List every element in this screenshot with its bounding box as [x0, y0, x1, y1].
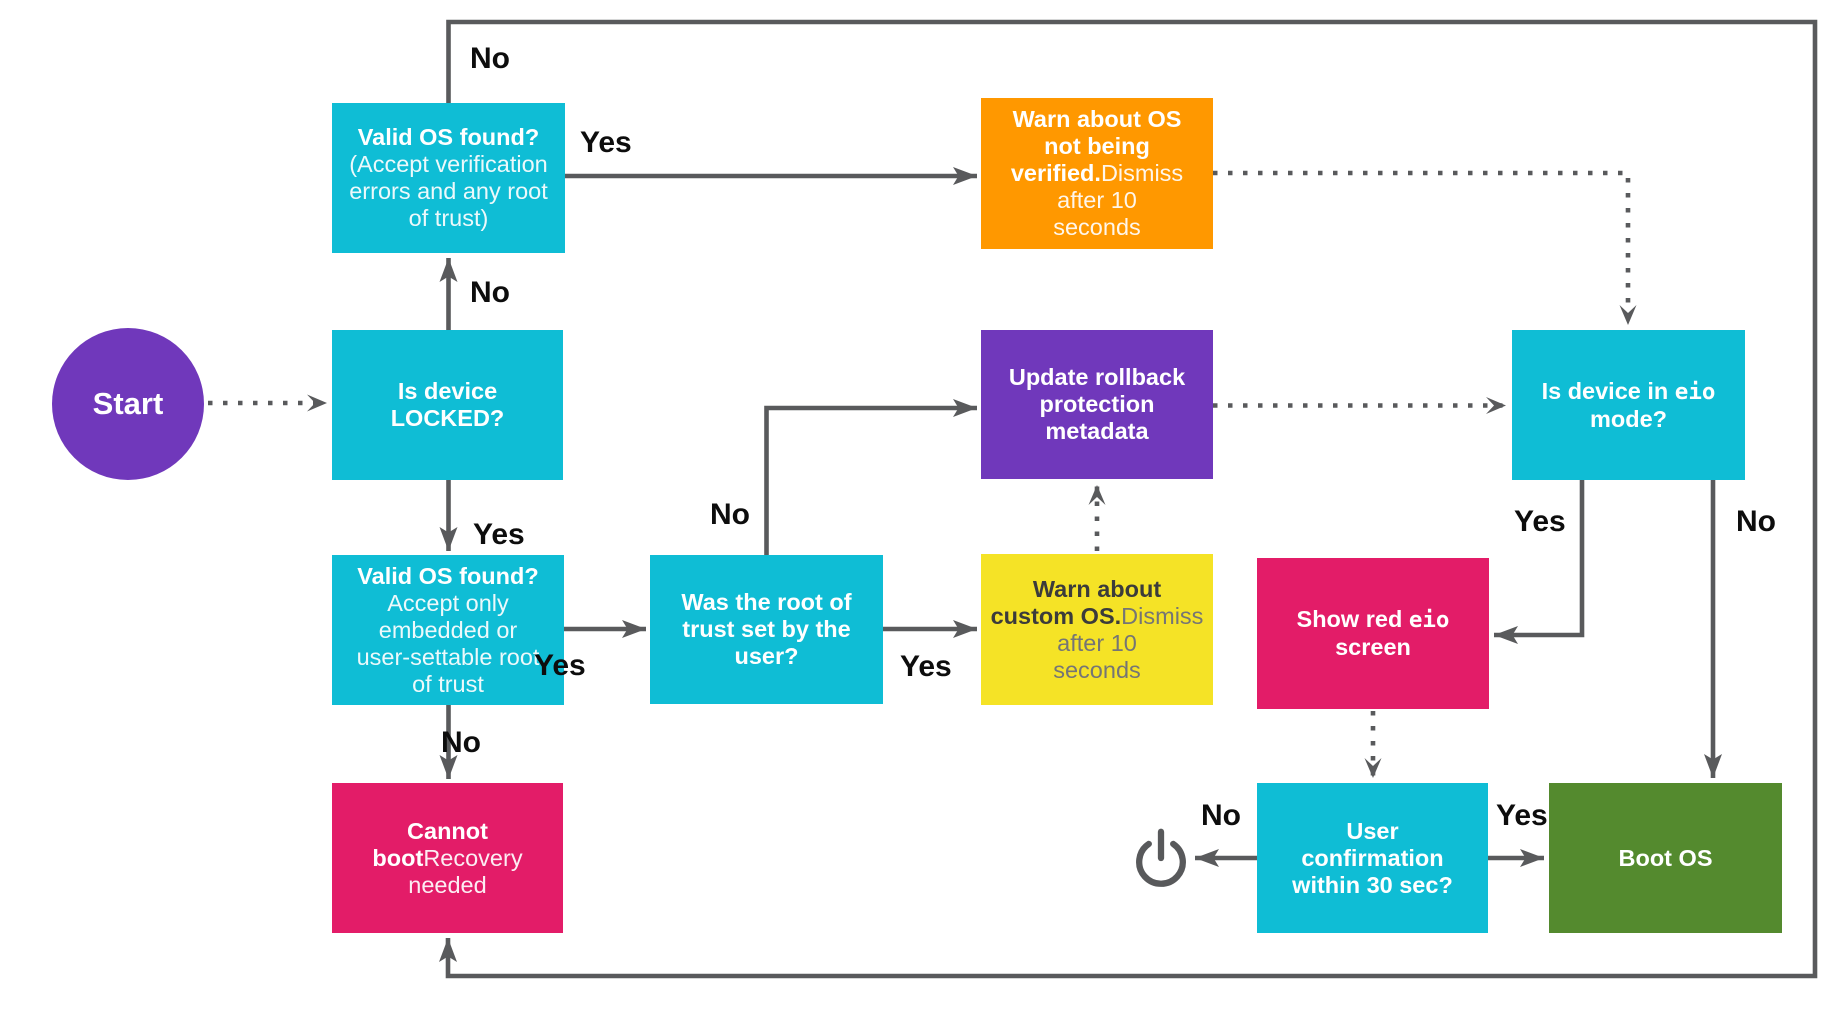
edge-label-valid-any-yes: Yes	[580, 126, 632, 159]
power-icon	[1136, 828, 1186, 887]
node-subtitle: (Accept verification errors and any root…	[349, 151, 548, 231]
title-mono: eio	[1408, 607, 1450, 633]
title-pre: Show red	[1296, 606, 1409, 632]
edge-root-no-to-rollback	[764, 399, 977, 555]
node-boot-os: Boot OS	[1549, 783, 1782, 933]
edge-label-valid-any-no: No	[470, 42, 510, 75]
node-subtitle: Recovery needed	[408, 844, 523, 898]
node-title: Is device in eio mode?	[1542, 378, 1716, 433]
edge-label-root-no: No	[710, 498, 750, 531]
node-start: Start	[52, 328, 204, 480]
edge-label-valid-embedded-yes: Yes	[534, 649, 586, 682]
node-valid-os-found-any-root: Valid OS found?(Accept verification erro…	[332, 103, 565, 253]
edge-warn-to-eio	[1213, 170, 1637, 325]
node-warn-custom-os: Warn about custom OS.Dismiss after 10 se…	[981, 554, 1213, 705]
node-warn-os-not-verified: Warn about OS not being verified.Dismiss…	[981, 98, 1213, 249]
node-subtitle: Dismiss after 10 seconds	[1053, 602, 1204, 683]
node-title: Warn about custom OS.	[990, 575, 1162, 629]
node-valid-os-found-embedded-root: Valid OS found?Accept only embedded or u…	[332, 555, 564, 705]
node-root-of-trust-set-by-user: Was the root of trust set by the user?	[650, 555, 883, 704]
node-subtitle: Dismiss after 10 seconds	[1053, 160, 1184, 240]
edge-label-confirm-no: No	[1201, 799, 1241, 832]
node-show-red-eio-screen: Show red eio screen	[1257, 558, 1489, 709]
start-label: Start	[92, 386, 164, 421]
edge-label-eio-yes: Yes	[1514, 505, 1566, 538]
node-is-device-locked: Is device LOCKED?	[332, 330, 563, 480]
node-user-confirmation-30-sec: User confirmation within 30 sec?	[1257, 783, 1488, 933]
node-title: Warn about OS not being verified.	[1010, 106, 1182, 186]
title-post: mode?	[1589, 405, 1668, 432]
node-title: Valid OS found?	[357, 124, 540, 150]
node-title: Was the root of trust set by the user?	[681, 589, 852, 669]
title-mono: eio	[1674, 378, 1716, 405]
node-is-device-in-eio-mode: Is device in eio mode?	[1512, 330, 1745, 480]
node-title: Show red eio screen	[1297, 606, 1450, 661]
node-title: Valid OS found?	[357, 562, 539, 589]
node-title: Update rollback protection metadata	[1008, 364, 1186, 444]
edge-validany-no-loop-to-cannot-boot	[439, 19, 1818, 979]
node-update-rollback-metadata: Update rollback protection metadata	[981, 330, 1213, 479]
edge-eio-yes-to-show-red	[1494, 480, 1585, 644]
node-title: Boot OS	[1618, 844, 1713, 871]
node-subtitle: Accept only embedded or user-settable ro…	[356, 589, 540, 697]
title-pre: Is device in	[1541, 377, 1675, 404]
edge-label-locked-no: No	[470, 276, 510, 309]
node-title: Cannot boot	[372, 817, 488, 871]
edge-label-valid-embedded-no: No	[441, 726, 481, 759]
edge-label-root-yes: Yes	[900, 650, 952, 683]
title-post: screen	[1335, 634, 1411, 660]
node-title: User confirmation within 30 sec?	[1292, 817, 1453, 898]
node-cannot-boot: Cannot bootRecovery needed	[332, 783, 563, 933]
edge-label-locked-yes: Yes	[473, 518, 525, 551]
node-title: Is device LOCKED?	[390, 378, 505, 431]
edge-label-eio-no: No	[1736, 505, 1776, 538]
edge-label-confirm-yes: Yes	[1496, 799, 1548, 832]
